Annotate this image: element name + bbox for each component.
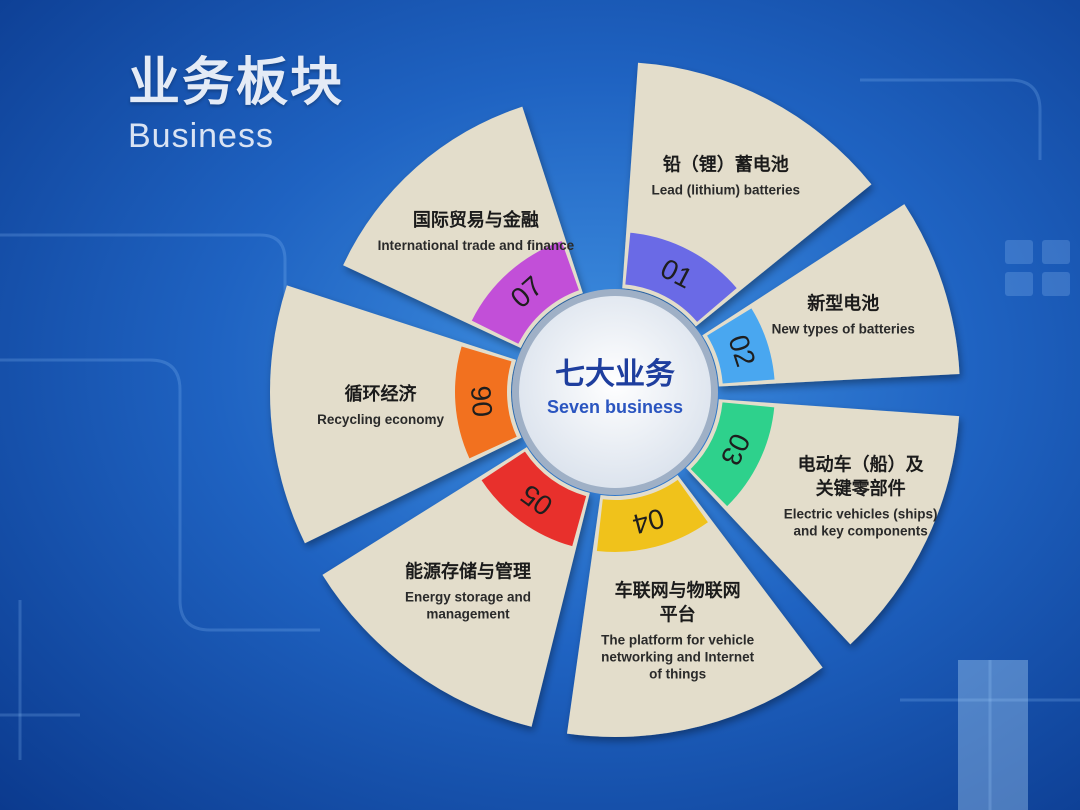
segment-number: 06 xyxy=(465,385,498,418)
segment-subtitle: Recycling economy xyxy=(317,412,444,427)
segment-title: 循环经济 xyxy=(345,383,418,405)
segment-subtitle: networking and Internet xyxy=(601,650,755,665)
segment-subtitle: International trade and finance xyxy=(378,238,575,253)
segment-subtitle: Electric vehicles (ships) xyxy=(784,507,938,522)
segment-number-band xyxy=(481,451,587,547)
segment-title: 铅（锂）蓄电池 xyxy=(663,154,789,176)
segment-title: 新型电池 xyxy=(807,292,879,314)
segment-number-band xyxy=(707,308,775,384)
heading-english: Business xyxy=(128,117,274,155)
hub-circle xyxy=(519,296,711,488)
business-segment-06: 06 循环经济 Recycling economy xyxy=(270,285,522,544)
segment-subtitle: Lead (lithium) batteries xyxy=(652,183,801,198)
page-heading: 业务板块 Business xyxy=(128,40,344,156)
segment-number-band xyxy=(625,232,737,322)
segment-subtitle: The platform for vehicle xyxy=(601,633,755,648)
heading-chinese: 业务板块 xyxy=(128,53,345,113)
segment-number-band xyxy=(471,241,579,344)
segment-title: 电动车（船）及 xyxy=(798,454,925,476)
segment-number: 04 xyxy=(629,502,667,540)
central-hub: 七大业务 Seven business xyxy=(512,289,718,495)
segment-subtitle: of things xyxy=(649,667,706,682)
segment-number-band xyxy=(690,402,775,507)
segment-subtitle: New types of batteries xyxy=(772,321,915,336)
hub-title-english: Seven business xyxy=(547,397,683,417)
segment-number-band xyxy=(596,479,708,552)
segment-title: 国际贸易与金融 xyxy=(413,209,539,231)
segment-title: 平台 xyxy=(660,604,696,626)
segment-panel xyxy=(270,285,522,544)
segment-subtitle: Energy storage and xyxy=(405,589,531,604)
hub-title-chinese: 七大业务 xyxy=(555,357,675,392)
segment-title: 能源存储与管理 xyxy=(405,560,531,582)
segment-subtitle: and key components xyxy=(793,524,927,539)
segment-title: 关键零部件 xyxy=(816,478,906,500)
segment-subtitle: management xyxy=(426,606,510,621)
segment-title: 车联网与物联网 xyxy=(615,580,741,602)
segment-number-band xyxy=(454,346,517,459)
